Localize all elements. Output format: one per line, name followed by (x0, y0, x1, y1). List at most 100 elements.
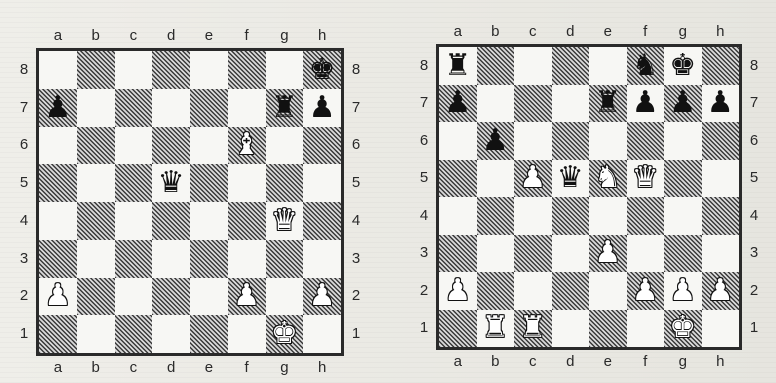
square-d6[interactable] (552, 122, 590, 160)
square-c3[interactable] (115, 240, 153, 278)
square-a6[interactable] (39, 127, 77, 165)
square-d7[interactable] (152, 89, 190, 127)
square-c4[interactable] (514, 197, 552, 235)
square-c5[interactable]: ♟ (514, 160, 552, 198)
square-a4[interactable] (39, 202, 77, 240)
white-pawn-icon[interactable]: ♟ (439, 272, 477, 310)
white-rook-icon[interactable]: ♜ (514, 310, 552, 348)
white-king-icon[interactable]: ♚ (266, 315, 304, 353)
square-c6[interactable] (115, 127, 153, 165)
square-d8[interactable] (152, 51, 190, 89)
square-f8[interactable]: ♞ (627, 47, 665, 85)
square-b2[interactable] (77, 278, 115, 316)
square-c6[interactable] (514, 122, 552, 160)
square-f8[interactable] (228, 51, 266, 89)
square-a7[interactable]: ♟ (439, 85, 477, 123)
square-b8[interactable] (77, 51, 115, 89)
square-e4[interactable] (589, 197, 627, 235)
square-h4[interactable] (702, 197, 740, 235)
square-c3[interactable] (514, 235, 552, 273)
black-pawn-icon[interactable]: ♟ (439, 85, 477, 123)
white-pawn-icon[interactable]: ♟ (228, 278, 266, 316)
white-king-icon[interactable]: ♚ (664, 310, 702, 348)
square-g4[interactable]: ♛ (266, 202, 304, 240)
square-e3[interactable]: ♟ (589, 235, 627, 273)
square-f2[interactable]: ♟ (627, 272, 665, 310)
square-e2[interactable] (589, 272, 627, 310)
square-d1[interactable] (552, 310, 590, 348)
black-king-icon[interactable]: ♚ (664, 47, 702, 85)
square-f7[interactable] (228, 89, 266, 127)
square-a1[interactable] (439, 310, 477, 348)
black-pawn-icon[interactable]: ♟ (702, 85, 740, 123)
black-queen-icon[interactable]: ♛ (552, 160, 590, 198)
square-h2[interactable]: ♟ (702, 272, 740, 310)
square-d8[interactable] (552, 47, 590, 85)
square-d2[interactable] (152, 278, 190, 316)
white-pawn-icon[interactable]: ♟ (627, 272, 665, 310)
square-d5[interactable]: ♛ (152, 164, 190, 202)
square-g5[interactable] (664, 160, 702, 198)
black-pawn-icon[interactable]: ♟ (477, 122, 515, 160)
square-b2[interactable] (477, 272, 515, 310)
square-h5[interactable] (303, 164, 341, 202)
square-g2[interactable] (266, 278, 304, 316)
white-queen-icon[interactable]: ♛ (266, 202, 304, 240)
square-c1[interactable] (115, 315, 153, 353)
square-c7[interactable] (514, 85, 552, 123)
white-queen-icon[interactable]: ♛ (627, 160, 665, 198)
square-h3[interactable] (303, 240, 341, 278)
white-knight-icon[interactable]: ♞ (589, 160, 627, 198)
square-b7[interactable] (477, 85, 515, 123)
square-g1[interactable]: ♚ (664, 310, 702, 348)
square-b1[interactable]: ♜ (477, 310, 515, 348)
square-f3[interactable] (627, 235, 665, 273)
square-a4[interactable] (439, 197, 477, 235)
square-e7[interactable] (190, 89, 228, 127)
square-c4[interactable] (115, 202, 153, 240)
square-g2[interactable]: ♟ (664, 272, 702, 310)
square-b4[interactable] (477, 197, 515, 235)
square-h7[interactable]: ♟ (303, 89, 341, 127)
square-g7[interactable]: ♟ (664, 85, 702, 123)
square-f6[interactable]: ♝ (228, 127, 266, 165)
black-pawn-icon[interactable]: ♟ (39, 89, 77, 127)
square-d5[interactable]: ♛ (552, 160, 590, 198)
square-b1[interactable] (77, 315, 115, 353)
square-b3[interactable] (477, 235, 515, 273)
square-e5[interactable] (190, 164, 228, 202)
square-f5[interactable] (228, 164, 266, 202)
square-a3[interactable] (39, 240, 77, 278)
square-c1[interactable]: ♜ (514, 310, 552, 348)
square-d4[interactable] (152, 202, 190, 240)
square-e7[interactable]: ♜ (589, 85, 627, 123)
square-a5[interactable] (39, 164, 77, 202)
square-g3[interactable] (664, 235, 702, 273)
square-c2[interactable] (514, 272, 552, 310)
square-b5[interactable] (77, 164, 115, 202)
square-a7[interactable]: ♟ (39, 89, 77, 127)
square-d7[interactable] (552, 85, 590, 123)
square-e6[interactable] (589, 122, 627, 160)
square-d6[interactable] (152, 127, 190, 165)
square-b6[interactable] (77, 127, 115, 165)
square-g8[interactable] (266, 51, 304, 89)
square-a8[interactable] (39, 51, 77, 89)
square-d2[interactable] (552, 272, 590, 310)
square-c8[interactable] (115, 51, 153, 89)
black-rook-icon[interactable]: ♜ (266, 89, 304, 127)
black-rook-icon[interactable]: ♜ (439, 47, 477, 85)
square-h8[interactable] (702, 47, 740, 85)
white-pawn-icon[interactable]: ♟ (514, 160, 552, 198)
square-e2[interactable] (190, 278, 228, 316)
square-e1[interactable] (589, 310, 627, 348)
square-d3[interactable] (552, 235, 590, 273)
square-h4[interactable] (303, 202, 341, 240)
white-bishop-icon[interactable]: ♝ (228, 127, 266, 165)
black-pawn-icon[interactable]: ♟ (664, 85, 702, 123)
square-a3[interactable] (439, 235, 477, 273)
square-d1[interactable] (152, 315, 190, 353)
square-f7[interactable]: ♟ (627, 85, 665, 123)
square-a2[interactable]: ♟ (439, 272, 477, 310)
black-pawn-icon[interactable]: ♟ (303, 89, 341, 127)
